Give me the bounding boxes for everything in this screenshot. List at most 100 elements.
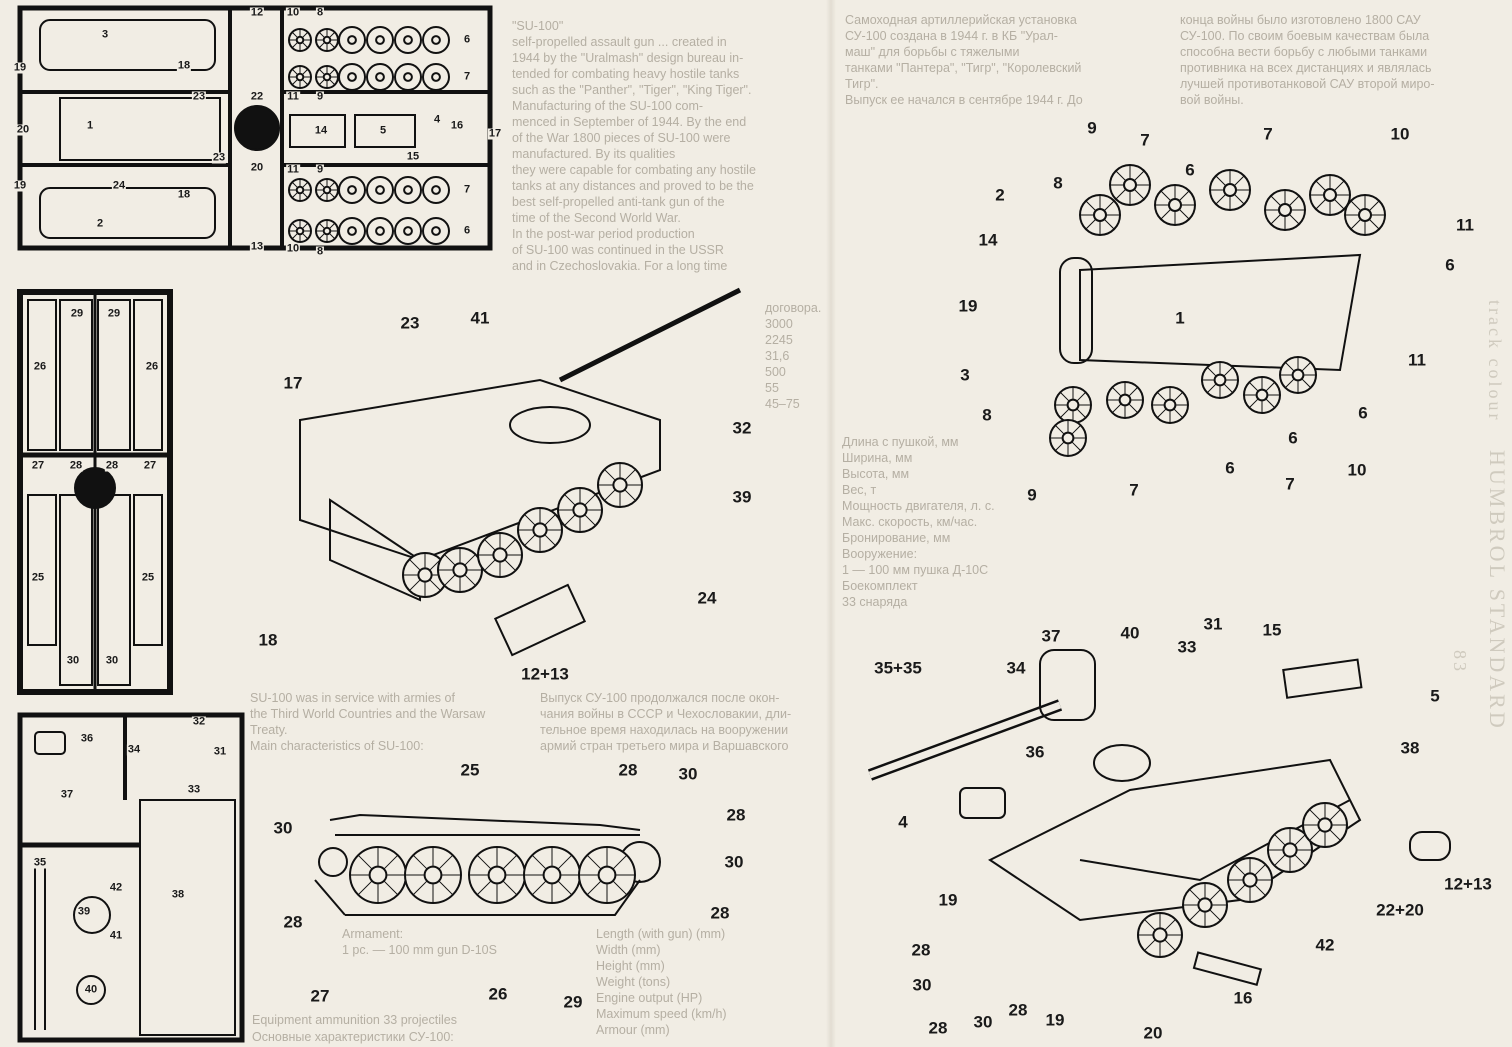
humbrol-watermark: HUMBROL STANDARD xyxy=(1485,450,1510,731)
part-number-callout: 19 xyxy=(958,296,978,316)
text-line: SU-100 was in service with armies of xyxy=(250,691,455,705)
text-line: Armament: xyxy=(342,927,404,941)
wheel-spoke xyxy=(1329,809,1341,821)
text-line: 55 xyxy=(765,381,779,395)
wheel-spoke xyxy=(301,68,309,76)
road-wheel xyxy=(422,217,450,245)
wheel-hub xyxy=(347,72,357,82)
wheel-hub xyxy=(431,185,441,195)
text-line: best self-propelled anti-tank gun of the xyxy=(512,195,725,209)
wheel-spoke xyxy=(1294,854,1306,866)
road-wheel xyxy=(422,63,450,91)
wheel-spoke xyxy=(1209,889,1221,901)
text-line: Мощность двигателя, л. с. xyxy=(842,499,995,513)
wheel-spoke xyxy=(586,880,602,896)
wheel-spoke xyxy=(1284,361,1295,372)
part-number-callout: 19 xyxy=(938,890,958,910)
part-number-callout: 31 xyxy=(1203,614,1223,634)
wheel-spoke xyxy=(409,579,421,591)
text-line: Equipment ammunition 33 projectiles xyxy=(252,1013,457,1027)
part-number-callout: 1 xyxy=(85,119,95,132)
text-line: конца войны было изготовлено 1800 САУ xyxy=(1180,13,1421,27)
text-line: 33 снаряда xyxy=(842,595,908,609)
text-line: Height (mm) xyxy=(596,959,665,973)
wheel-spoke xyxy=(1115,188,1127,200)
part-number-callout: 26 xyxy=(144,360,160,373)
english-armament: Armament:1 pc. — 100 mm gun D-10S xyxy=(342,926,497,958)
wheel-spoke xyxy=(328,68,336,76)
wheel-spoke xyxy=(1189,889,1201,901)
text-line: Main characteristics of SU-100: xyxy=(250,739,424,753)
wheel-spoke xyxy=(624,469,636,481)
wheel-spoke xyxy=(318,78,326,86)
wheel-spoke xyxy=(429,579,441,591)
wheel-spoke xyxy=(291,181,299,189)
part-number-callout: 42 xyxy=(108,881,124,894)
wheel-spoke xyxy=(1178,190,1190,202)
part-number-callout: 18 xyxy=(258,630,278,650)
part-number-callout: 8 xyxy=(982,405,992,425)
wheel-spoke xyxy=(1294,834,1306,846)
text-line: 500 xyxy=(765,365,786,379)
part-number-callout: 28 xyxy=(283,912,303,932)
wheel-spoke xyxy=(1189,909,1201,921)
text-line: Самоходная артиллерийская установка xyxy=(845,13,1077,27)
part-number-callout: 6 xyxy=(1185,160,1195,180)
part-number-callout: 36 xyxy=(79,732,95,745)
part-number-callout: 7 xyxy=(462,70,472,83)
part-number-callout: 28 xyxy=(104,459,120,472)
wheel-spoke xyxy=(438,880,454,896)
wheel-spoke xyxy=(291,222,299,230)
wheel-hub xyxy=(431,226,441,236)
part-number-callout: 20 xyxy=(249,161,265,174)
part-number-callout: 9 xyxy=(315,90,325,103)
part-number-callout: 4 xyxy=(898,812,908,832)
wheel-spoke xyxy=(328,191,336,199)
text-line: вой войны. xyxy=(1180,93,1244,107)
text-line: Manufacturing of the SU-100 com- xyxy=(512,99,704,113)
wheel-hub xyxy=(375,72,385,82)
text-line: Treaty. xyxy=(250,723,288,737)
wheel-spoke xyxy=(318,68,326,76)
wheel-spoke xyxy=(586,854,602,870)
wheel-spoke xyxy=(1333,198,1345,210)
wheel-spoke xyxy=(318,222,326,230)
wheel-spoke xyxy=(318,31,326,39)
part-number-callout: 38 xyxy=(1400,738,1420,758)
text-line: Width (mm) xyxy=(596,943,661,957)
wheel-spoke xyxy=(1233,193,1245,205)
part-number-callout: 14 xyxy=(978,230,998,250)
wheel-spoke xyxy=(1115,170,1127,182)
wheel-spoke xyxy=(1085,200,1097,212)
page-fold xyxy=(826,0,836,1047)
wheel-spoke xyxy=(328,222,336,230)
english-characteristics: Length (with gun) (mm)Width (mm)Height (… xyxy=(596,926,727,1038)
part-number-callout: 27 xyxy=(142,459,158,472)
part-number-callout: 24 xyxy=(697,588,717,608)
text-line: manufactured. By its qualities xyxy=(512,147,676,161)
paint-number-watermark: 83 xyxy=(1450,650,1470,674)
wheel-spoke xyxy=(1215,193,1227,205)
road-wheel xyxy=(366,217,394,245)
wheel-spoke xyxy=(1054,424,1065,435)
text-line: Armour (mm) xyxy=(596,1023,670,1037)
part-number-callout: 12+13 xyxy=(1444,874,1492,894)
part-number-callout: 40 xyxy=(1120,623,1140,643)
part-number-callout: 25 xyxy=(30,571,46,584)
wheel-spoke xyxy=(1288,213,1300,225)
text-line: чания войны в СССР и Чехословакии, дли- xyxy=(540,707,792,721)
part-number-callout: 18 xyxy=(176,188,192,201)
part-number-callout: 28 xyxy=(68,459,84,472)
part-number-callout: 14 xyxy=(313,124,329,137)
text-line: menced in September of 1944. By the end xyxy=(512,115,747,129)
part-number-callout: 28 xyxy=(726,805,746,825)
part-number-callout: 40 xyxy=(83,983,99,996)
wheel-spoke xyxy=(291,191,299,199)
road-wheel xyxy=(366,176,394,204)
part-number-callout: 25 xyxy=(140,571,156,584)
part-number-callout: 19 xyxy=(12,179,28,192)
wheel-spoke xyxy=(1350,200,1362,212)
part-number-callout: 26 xyxy=(32,360,48,373)
